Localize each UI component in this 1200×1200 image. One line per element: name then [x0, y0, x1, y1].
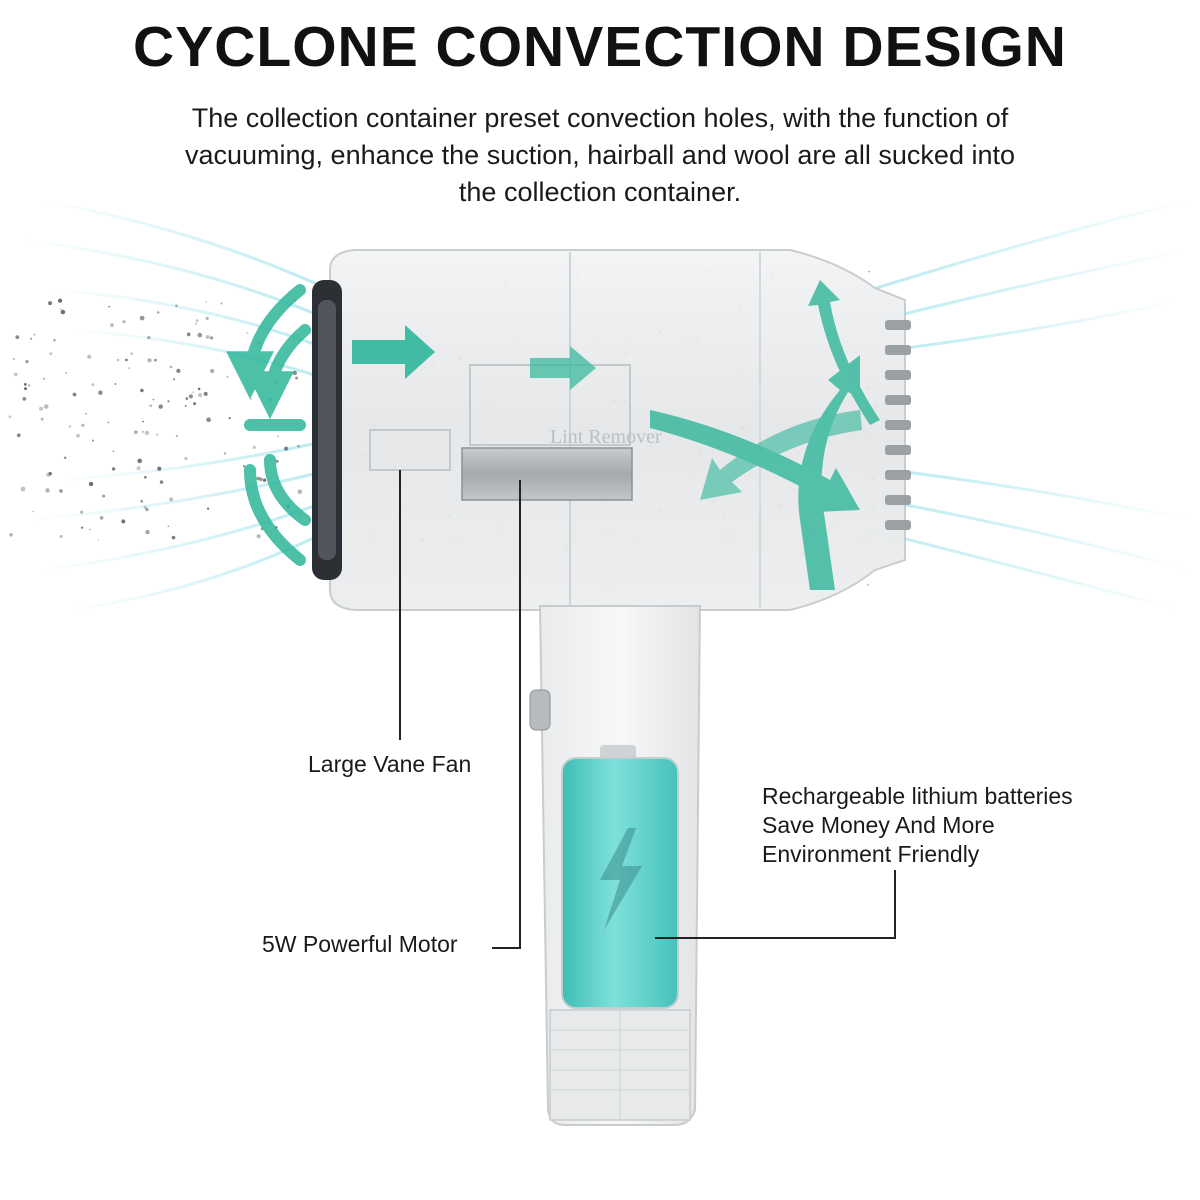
page-title: CYCLONE CONVECTION DESIGN — [133, 15, 1067, 79]
embossed-brand-text: Lint Remover — [550, 426, 662, 448]
motor — [461, 447, 633, 501]
battery — [561, 745, 679, 1009]
callout-battery: Rechargeable lithium batteries Save Mone… — [762, 782, 1073, 869]
device-body — [312, 249, 911, 611]
callout-battery-line: Save Money And More — [762, 812, 995, 838]
intake-arrows — [226, 284, 311, 566]
description-line: vacuuming, enhance the suction, hairball… — [184, 140, 1015, 170]
callout-motor: 5W Powerful Motor — [262, 931, 458, 957]
callout-battery-line: Environment Friendly — [762, 841, 980, 867]
callout-fan: Large Vane Fan — [308, 751, 472, 777]
lightning-bolt-icon — [600, 828, 642, 930]
description-line: the collection container. — [458, 177, 742, 207]
arrow-right-icon — [352, 325, 435, 379]
description-line: The collection container preset convecti… — [191, 103, 1009, 133]
arrow-right-icon — [530, 346, 596, 390]
leader-lines — [399, 470, 896, 949]
callout-battery-line: Rechargeable lithium batteries — [762, 783, 1073, 809]
cyclone-arrows — [650, 280, 880, 590]
description: The collection container preset convecti… — [110, 100, 1090, 211]
airflow-mist-right — [869, 198, 1191, 612]
